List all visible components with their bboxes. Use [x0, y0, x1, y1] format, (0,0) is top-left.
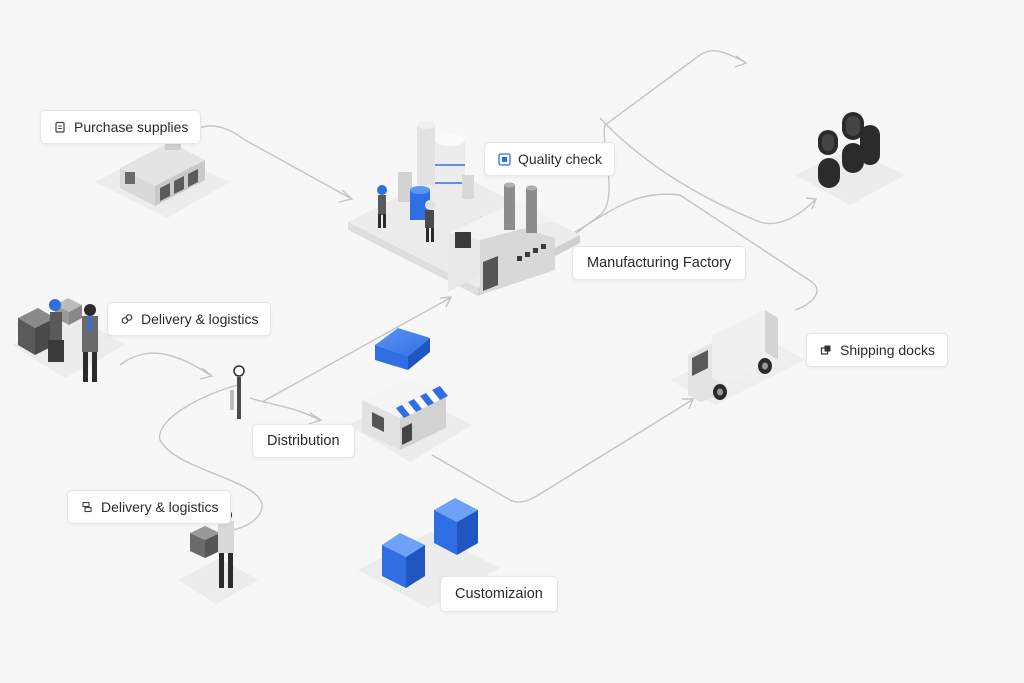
distribution-store — [348, 328, 472, 462]
arrowhead — [805, 197, 817, 210]
flow-connectors — [119, 50, 818, 531]
label-distribution: Distribution — [252, 424, 355, 458]
arrowhead — [734, 55, 748, 68]
label-delivery-logistics-bottom: Delivery & logistics — [67, 490, 232, 524]
tire-stack — [795, 112, 905, 205]
manufacturing-factory-text: Manufacturing Factory — [587, 255, 732, 271]
flow-line-factory-to-tires — [569, 50, 746, 239]
label-customization: Customizaion — [440, 576, 558, 612]
label-delivery-logistics-top: Delivery & logistics — [107, 302, 272, 336]
blue-roof-sign — [375, 328, 430, 370]
arrowhead — [439, 296, 453, 308]
flow-line-factory-to-truck — [574, 193, 818, 311]
flow-line-store-to-truck — [431, 399, 693, 503]
label-purchase-supplies: Purchase supplies — [40, 110, 202, 144]
arrowhead — [682, 398, 695, 410]
flow-line-pin-to-store — [249, 397, 321, 421]
customization-cubes — [358, 498, 500, 608]
flow-line-pin-to-bottom — [159, 384, 263, 531]
arrowhead — [308, 412, 323, 425]
arrowhead — [199, 367, 214, 380]
label-shipping-docks: Shipping docks — [806, 333, 948, 367]
supplies-warehouse — [95, 140, 230, 218]
purchase-supplies-text: Purchase supplies — [74, 119, 189, 135]
customization-text: Customizaion — [455, 586, 543, 602]
storage-tanks — [398, 121, 474, 220]
stack-icon — [819, 343, 833, 357]
label-manufacturing-factory: Manufacturing Factory — [572, 246, 747, 280]
distribution-text: Distribution — [267, 433, 340, 449]
worker-figures — [377, 185, 435, 242]
delivery-logistics-bottom-text: Delivery & logistics — [101, 499, 219, 515]
flow-line-delivery-to-pin — [119, 352, 211, 376]
factory-building — [448, 182, 555, 295]
delivery-truck — [670, 310, 805, 405]
arrowhead — [338, 189, 354, 203]
manufacturing-factory — [348, 121, 580, 296]
shipping-docks-text: Shipping docks — [840, 342, 935, 358]
checklist-icon — [497, 152, 511, 166]
delivery-logistics-top-text: Delivery & logistics — [141, 311, 259, 327]
delivery-scene-top — [12, 298, 125, 382]
striped-awning — [396, 386, 448, 418]
flow-line-pin-to-factory — [261, 297, 451, 403]
location-pin — [230, 365, 245, 419]
label-quality-check: Quality check — [484, 142, 616, 176]
link-icon — [120, 312, 134, 326]
flow-line-docks-to-tires — [599, 117, 816, 225]
clipboard-icon — [53, 120, 67, 134]
quality-check-text: Quality check — [518, 151, 603, 167]
grid-icon — [80, 500, 94, 514]
